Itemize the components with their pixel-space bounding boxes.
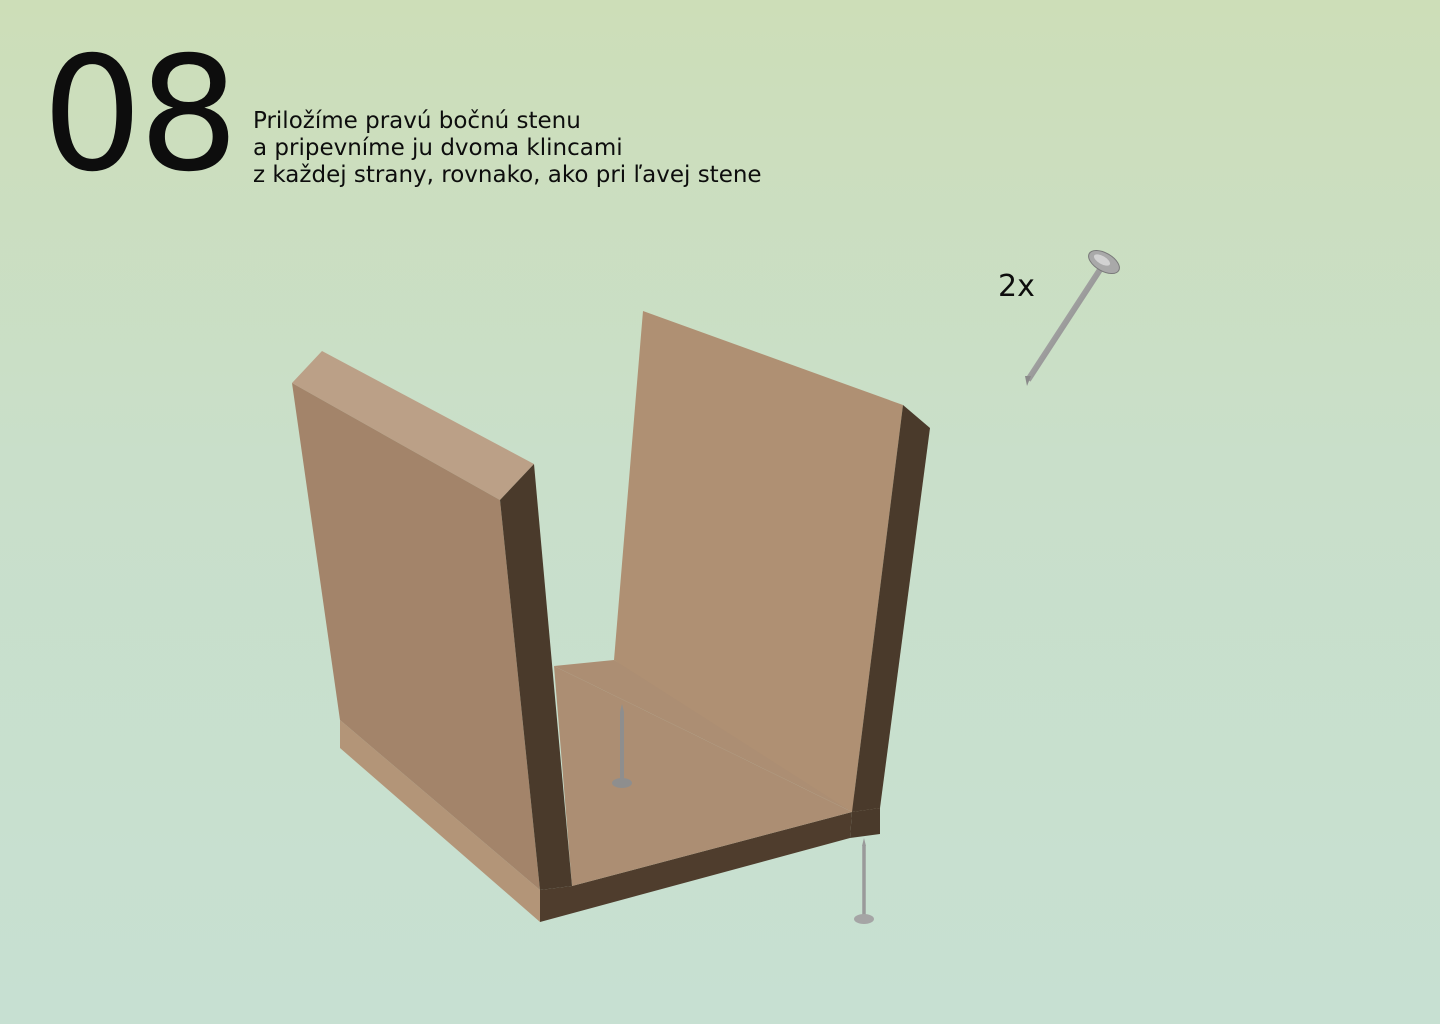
step-instructions: Priložíme pravú bočnú stenu a pripevníme…	[253, 108, 762, 189]
base-board	[340, 660, 880, 922]
instruction-line: Priložíme pravú bočnú stenu	[253, 108, 581, 134]
left-side-wall	[292, 351, 572, 890]
instruction-line: a pripevníme ju dvoma klincami	[253, 135, 623, 161]
step-number: 08	[42, 23, 239, 207]
right-side-wall	[614, 311, 930, 812]
nail-count-label: 2x	[998, 269, 1035, 304]
nail-icon	[612, 704, 632, 788]
nail-icon	[854, 838, 874, 924]
nail-icon	[1025, 249, 1120, 386]
instruction-line: z každej strany, rovnako, ako pri ľavej …	[253, 162, 762, 188]
